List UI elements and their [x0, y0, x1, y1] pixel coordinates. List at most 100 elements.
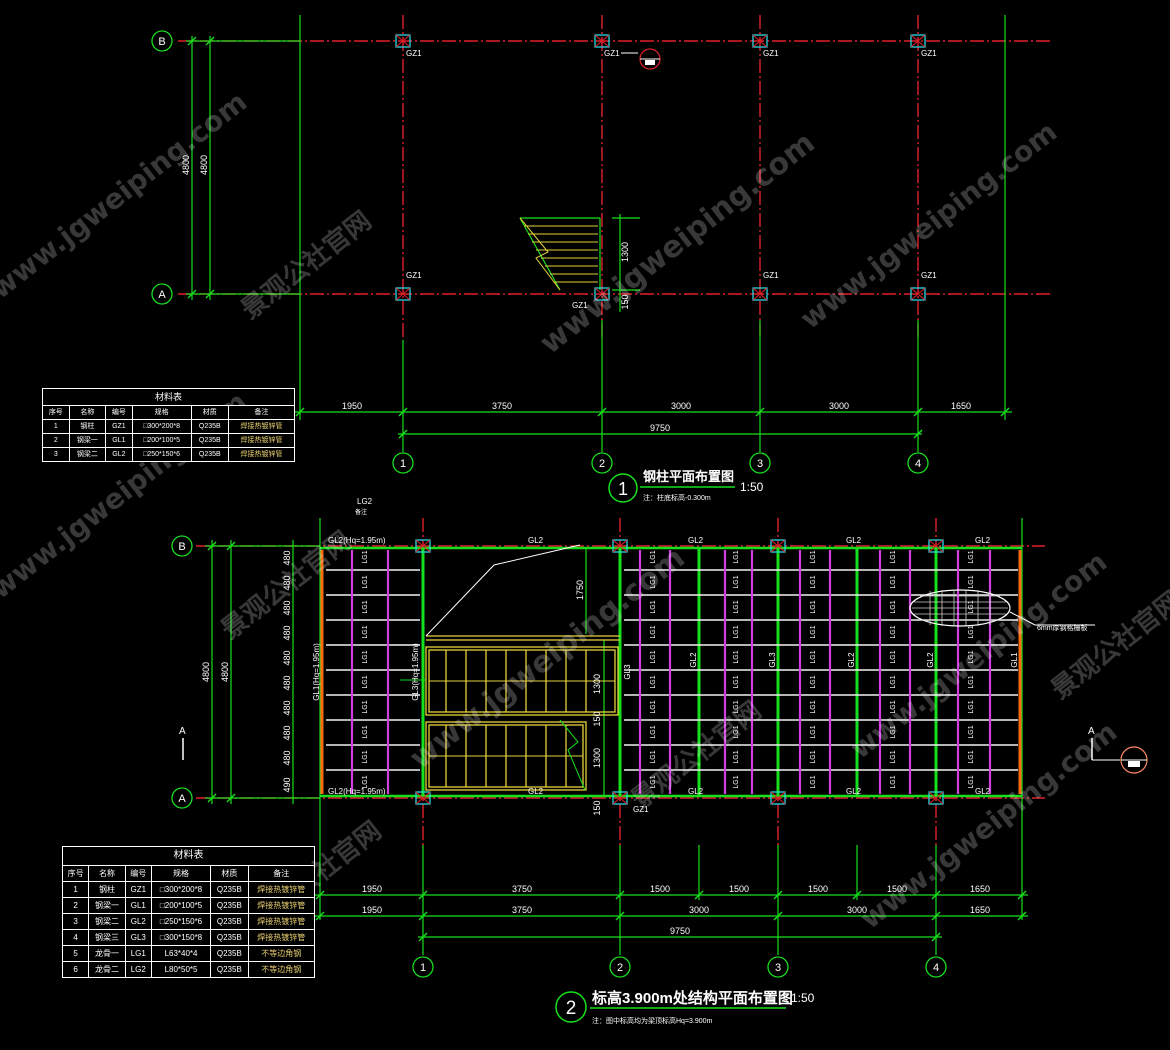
- table-cell: 焊接热镀锌管: [247, 913, 316, 930]
- axis-bubble-4: 4: [907, 452, 929, 474]
- beam-label: GL2: [926, 652, 935, 668]
- table-cell: 4: [61, 929, 90, 946]
- table-row: 4 钢梁三 GL3 □300*150*8 Q235B 焊接热镀锌管: [61, 929, 316, 946]
- table-cell: □200*100*5: [131, 433, 192, 448]
- grating-area: 6mm厚钢格栅板: [909, 589, 1095, 632]
- axis-bubble-b: B: [171, 535, 193, 557]
- stair-dim: 150: [592, 800, 602, 815]
- svg-text:1: 1: [420, 962, 426, 974]
- joist-label: LG1: [810, 575, 817, 588]
- table-row: 1 钢柱 GZ1 □300*200*8 Q235B 焊接热镀锌管: [61, 881, 316, 898]
- column-label: GZ1: [406, 49, 422, 58]
- table-cell: 2: [42, 433, 70, 448]
- table-cell: 钢梁一: [68, 433, 107, 448]
- plan1-note: 注：柱底标高-0.300m: [643, 493, 711, 502]
- axis-bubble-2: 2: [609, 956, 631, 978]
- svg-text:A: A: [179, 726, 186, 737]
- table-cell: LG1: [124, 945, 152, 962]
- column-label: GZ1: [763, 271, 779, 280]
- joist-label: LG1: [650, 550, 657, 563]
- table-cell: 5: [61, 945, 90, 962]
- spacing-label: 490: [282, 777, 292, 792]
- stair-dim: 150: [620, 294, 630, 309]
- table-cell: 不等边角钢: [247, 945, 316, 962]
- dim-label: 1500: [808, 884, 828, 894]
- stair-dim: 1300: [592, 674, 602, 694]
- table-row: 3 钢梁二 GL2 □250*150*6 Q235B 焊接热镀锌管: [61, 913, 316, 930]
- axis-bubble-4: 4: [925, 956, 947, 978]
- column-label: GZ1: [763, 49, 779, 58]
- joist-label: LG1: [650, 700, 657, 713]
- joist-label: LG1: [968, 700, 975, 713]
- joist-label: LG1: [650, 775, 657, 788]
- joist-label: LG1: [810, 725, 817, 738]
- table-row: 2 钢梁一 GL1 □200*100*5 Q235B 焊接热镀锌管: [61, 897, 316, 914]
- header-cell: 备注: [228, 405, 295, 420]
- svg-text:A: A: [158, 289, 166, 301]
- table-cell: □300*200*8: [131, 419, 192, 434]
- joist-label: LG1: [968, 575, 975, 588]
- dim-label: 3750: [512, 884, 532, 894]
- header-cell: 名称: [88, 865, 126, 882]
- table-cell: L63*40*4: [150, 945, 212, 962]
- lg2-sub: 备注: [355, 508, 367, 516]
- beam-label: GL2: [846, 536, 862, 545]
- joist-label: LG1: [650, 675, 657, 688]
- dim-vertical: 4800: [199, 155, 209, 175]
- table-cell: Q235B: [210, 961, 249, 978]
- spacing-label: 480: [282, 600, 292, 615]
- dim-total: 9750: [650, 423, 670, 433]
- grating-note: 6mm厚钢格栅板: [1037, 623, 1088, 632]
- table-cell: 焊接热镀锌管: [247, 929, 316, 946]
- dim-label: 1500: [729, 884, 749, 894]
- table-cell: 焊接热镀锌管: [228, 447, 295, 462]
- joist-label: LG1: [650, 575, 657, 588]
- table-cell: 钢梁二: [88, 913, 126, 930]
- stair-dim: 150: [592, 711, 602, 726]
- joist-label: LG1: [810, 750, 817, 763]
- table-cell: Q235B: [210, 881, 249, 898]
- beam-label: GL2: [975, 536, 991, 545]
- dim-label: 3000: [829, 401, 849, 411]
- plan1-column-layout: GZ1 GZ1 GZ1 GZ1 GZ1 GZ1 GZ1 GZ1 B A: [151, 15, 1050, 503]
- svg-text:1: 1: [400, 458, 406, 470]
- dim-label: 3000: [689, 905, 709, 915]
- joist-label: LG1: [362, 550, 369, 563]
- beam-label: GL2: [847, 652, 856, 668]
- table-row: 3 钢梁二 GL2 □250*150*6 Q235B 焊接热镀锌管: [42, 447, 295, 462]
- joist-label: LG1: [890, 725, 897, 738]
- axis-bubble-2: 2: [591, 452, 613, 474]
- dim-label: 1500: [650, 884, 670, 894]
- joist-label: LG1: [890, 625, 897, 638]
- table-cell: GL3: [124, 929, 152, 946]
- beam-label: GL2: [975, 787, 991, 796]
- table-cell: □300*150*8: [150, 929, 212, 946]
- plan2-structural-layout: 6mm厚钢格栅板: [171, 497, 1148, 1025]
- header-cell: 编号: [105, 405, 133, 420]
- header-cell: 序号: [61, 865, 90, 882]
- svg-text:4: 4: [915, 458, 921, 470]
- joist-label: LG1: [733, 700, 740, 713]
- svg-text:1: 1: [618, 479, 628, 499]
- stair-dim: 1300: [620, 242, 630, 262]
- table-row: 6 龙骨二 LG2 L80*50*5 Q235B 不等边角钢: [61, 961, 316, 978]
- joist-label: LG1: [733, 550, 740, 563]
- beam-label: GL1: [1010, 652, 1019, 668]
- table-cell: 焊接热镀锌管: [247, 881, 316, 898]
- section-symbol: [621, 48, 661, 70]
- beam-label: GL2(Hq=1.95m): [328, 536, 386, 545]
- joist-label: LG1: [810, 625, 817, 638]
- table-cell: 钢梁二: [68, 447, 107, 462]
- beam-label: GL3: [768, 652, 777, 668]
- joist-label: LG1: [733, 600, 740, 613]
- svg-text:2: 2: [599, 458, 605, 470]
- table-cell: 龙骨一: [88, 945, 126, 962]
- dim-vertical: 4800: [201, 662, 211, 682]
- joist-label: LG1: [968, 600, 975, 613]
- spacing-label: 480: [282, 675, 292, 690]
- joist-label: LG1: [733, 775, 740, 788]
- column-label: GZ1: [921, 49, 937, 58]
- table-cell: GZ1: [124, 881, 152, 898]
- header-cell: 名称: [68, 405, 107, 420]
- table-title: 材料表: [62, 846, 315, 865]
